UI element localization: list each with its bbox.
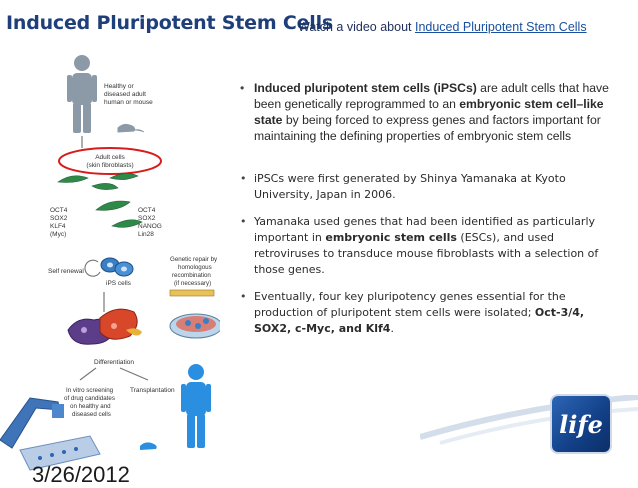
- source-label-3: human or mouse: [104, 99, 153, 106]
- ips-cells-label: iPS cells: [106, 280, 132, 287]
- source-label-2: diseased adult: [104, 91, 146, 98]
- self-renewal-label: Self renewal: [48, 268, 84, 275]
- logo-text: life: [559, 409, 603, 439]
- factor-left-1: OCT4: [50, 207, 68, 214]
- fibroblast-cells-icon: [57, 173, 143, 228]
- transplantation-label: Transplantation: [130, 387, 175, 394]
- dna-bar-icon: [169, 289, 215, 297]
- bullet-1-end: by being forced to express genes and fac…: [254, 113, 601, 143]
- robot-arm-icon: [0, 397, 101, 471]
- factor-left-2: SOX2: [50, 215, 68, 222]
- arrow-transplant: [119, 367, 149, 381]
- factor-right-1: OCT4: [138, 207, 156, 214]
- bullet-ipsc-definition: Induced pluripotent stem cells (iPSCs) a…: [238, 80, 622, 144]
- ips-cells-icon: [100, 257, 134, 277]
- repair-label-4: (if necessary): [174, 280, 211, 287]
- video-prefix: Watch a video about: [298, 20, 415, 34]
- mouse-icon: [117, 123, 145, 133]
- repair-label-1: Genetic repair by: [170, 256, 218, 263]
- factor-right-2: SOX2: [138, 215, 156, 222]
- bullet-1-text: are adult cells that have been genetical…: [254, 81, 609, 111]
- source-label-1: Healthy or: [104, 83, 134, 90]
- factor-left-4: (Myc): [50, 231, 66, 238]
- term-genes: Oct-3/4, SOX2, c-Myc, and Klf4: [254, 306, 585, 335]
- adult-human-icon: [67, 55, 97, 133]
- slide-date: 3/26/2012: [32, 462, 130, 487]
- screening-label-2: of drug candidates: [64, 395, 115, 402]
- video-line: Watch a video about Induced Pluripotent …: [298, 20, 587, 34]
- bullet-list: Induced pluripotent stem cells (iPSCs) a…: [238, 80, 622, 348]
- petri-dish-icon: [169, 313, 220, 339]
- screening-label-1: In vitro screening: [66, 387, 114, 394]
- term-esc: embryonic stem cells: [325, 231, 457, 244]
- bullet-4-end: .: [390, 322, 394, 335]
- differentiated-cells-icon: [67, 308, 142, 345]
- bullet-yamanaka-genes: Yamanaka used genes that had been identi…: [238, 214, 622, 278]
- patient-human-icon: [181, 364, 211, 448]
- ipsc-diagram: Healthy or diseased adult human or mouse…: [0, 55, 220, 471]
- bullet-four-genes: Eventually, four key pluripotency genes …: [238, 289, 622, 337]
- term-esc-state: embryonic stem cell–like state: [254, 97, 604, 127]
- self-renewal-arrow: [84, 259, 101, 277]
- bullet-3-end: (ESCs), and used retroviruses to transdu…: [254, 231, 599, 276]
- footer-swoosh-decoration: [420, 395, 638, 445]
- factor-right-3: NANOG: [138, 223, 162, 230]
- arrow-screening: [79, 367, 97, 381]
- bullet-yamanaka-2006: iPSCs were first generated by Shinya Yam…: [238, 171, 622, 203]
- adult-cells-label-1: Adult cells: [95, 154, 125, 161]
- repair-label-3: recombination: [172, 272, 211, 279]
- adult-cells-label-2: (skin fibroblasts): [86, 162, 133, 169]
- bullet-3-start: Yamanaka used genes that had been identi…: [254, 215, 596, 244]
- life-logo: life: [552, 396, 610, 452]
- video-link[interactable]: Induced Pluripotent Stem Cells: [414, 20, 587, 34]
- differentiation-label: Differentiation: [94, 359, 134, 366]
- bullet-4-start: Eventually, four key pluripotency genes …: [254, 290, 566, 319]
- adult-cells-highlight: [58, 147, 162, 175]
- factor-left-3: KLF4: [50, 223, 66, 230]
- screening-label-3: on healthy and: [70, 403, 111, 410]
- repair-label-2: homologous: [178, 264, 212, 271]
- mouse-icon-2: [140, 442, 157, 450]
- term-ipsc: Induced pluripotent stem cells (iPSCs): [254, 81, 477, 95]
- slide-title: Induced Pluripotent Stem Cells: [6, 12, 334, 34]
- screening-label-4: diseased cells: [72, 411, 111, 418]
- factor-right-4: Lin28: [138, 231, 154, 238]
